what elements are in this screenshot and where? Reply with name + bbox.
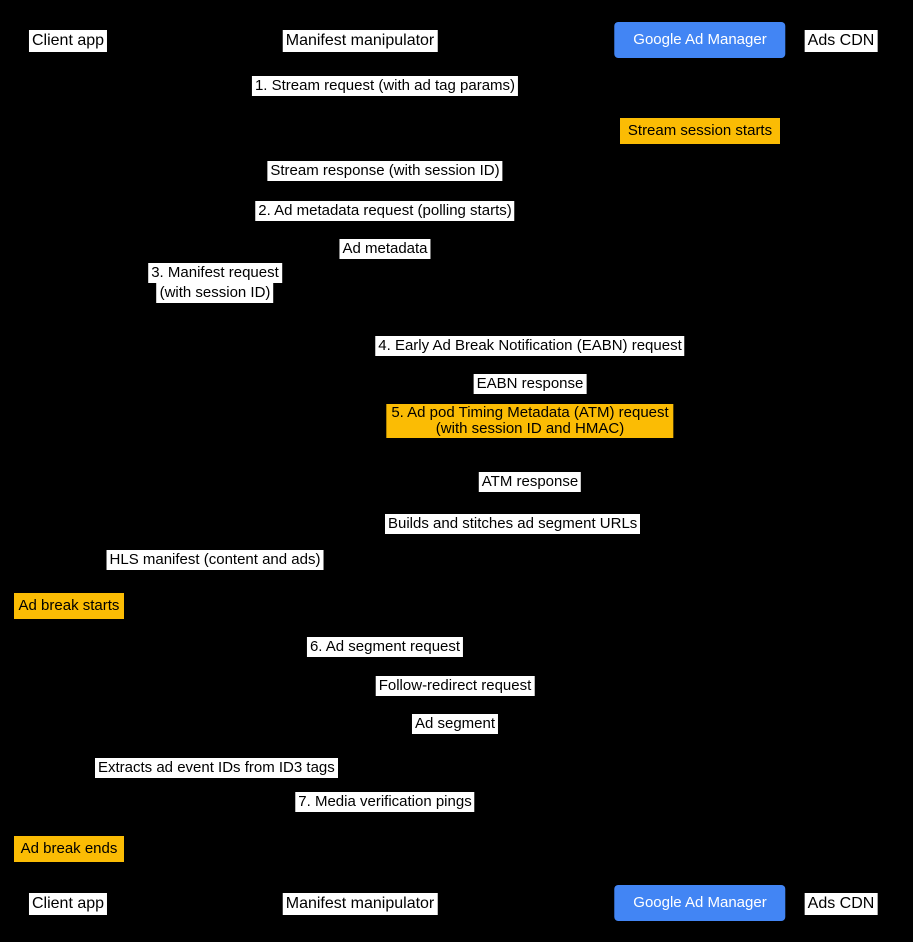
self-extracts-id3-tags: Extracts ad event IDs from ID3 tags	[95, 758, 338, 778]
msg-atm-response: ATM response	[478, 472, 582, 492]
message-label-line: (with session ID)	[156, 283, 274, 303]
actor-ads-cdn-bottom: Ads CDN	[804, 893, 878, 915]
msg-ad-metadata-request: 2. Ad metadata request (polling starts)	[255, 201, 515, 221]
self-label-line: Extracts ad event IDs from ID3 tags	[95, 758, 338, 778]
lifeline-google-ad-manager	[700, 58, 701, 885]
msg-eabn-request: 4. Early Ad Break Notification (EABN) re…	[375, 336, 685, 356]
lifeline-manifest-manipulator	[360, 58, 361, 885]
message-label-line: Follow-redirect request	[375, 676, 535, 696]
actor-google-ad-manager-top: Google Ad Manager	[614, 22, 786, 58]
actor-client-app-bottom: Client app	[28, 893, 108, 915]
actor-google-ad-manager-bottom: Google Ad Manager	[614, 885, 786, 921]
actor-manifest-manipulator-bottom: Manifest manipulator	[282, 893, 438, 915]
msg-manifest-request: 3. Manifest request(with session ID)	[148, 263, 282, 303]
message-label-line: EABN response	[473, 374, 587, 394]
note-label-line: Ad break starts	[18, 597, 120, 614]
message-label-line: 6. Ad segment request	[306, 637, 464, 657]
message-label-line: Ad metadata	[339, 239, 431, 259]
msg-ad-metadata: Ad metadata	[339, 239, 431, 259]
lifeline-ads-cdn	[841, 58, 842, 885]
message-label-line: ATM response	[478, 472, 582, 492]
message-label-line: 2. Ad metadata request (polling starts)	[255, 201, 515, 221]
message-label-line: 4. Early Ad Break Notification (EABN) re…	[375, 336, 685, 356]
lifeline-client-app	[68, 58, 69, 885]
actor-manifest-manipulator-top: Manifest manipulator	[282, 30, 438, 52]
msg-atm-request: 5. Ad pod Timing Metadata (ATM) request(…	[386, 404, 674, 438]
msg-follow-redirect-request: Follow-redirect request	[375, 676, 535, 696]
yellow-message-label-line: (with session ID and HMAC)	[435, 420, 625, 437]
msg-eabn-response: EABN response	[473, 374, 587, 394]
message-label-line: 7. Media verification pings	[295, 792, 475, 812]
message-label-line: Ad segment	[411, 714, 499, 734]
message-label-line: 3. Manifest request	[148, 263, 282, 283]
note-label-line: Ad break ends	[20, 840, 118, 857]
msg-stream-request: 1. Stream request (with ad tag params)	[251, 76, 519, 96]
note-label-line: Stream session starts	[627, 122, 773, 139]
msg-ad-segment-request: 6. Ad segment request	[306, 637, 464, 657]
message-label-line: HLS manifest (content and ads)	[106, 550, 324, 570]
msg-hls-manifest: HLS manifest (content and ads)	[106, 550, 324, 570]
message-label-line: 1. Stream request (with ad tag params)	[251, 76, 519, 96]
message-label-line: Stream response (with session ID)	[267, 161, 503, 181]
note-ad-break-starts: Ad break starts	[14, 593, 124, 619]
self-builds-stitches-urls: Builds and stitches ad segment URLs	[385, 514, 641, 534]
actor-client-app-top: Client app	[28, 30, 108, 52]
note-stream-session-starts: Stream session starts	[620, 118, 780, 144]
msg-ad-segment: Ad segment	[411, 714, 499, 734]
msg-stream-response: Stream response (with session ID)	[267, 161, 503, 181]
yellow-message-label-line: 5. Ad pod Timing Metadata (ATM) request	[391, 404, 669, 421]
self-label-line: Builds and stitches ad segment URLs	[385, 514, 641, 534]
actor-ads-cdn-top: Ads CDN	[804, 30, 878, 52]
note-ad-break-ends: Ad break ends	[14, 836, 124, 862]
msg-media-verification-pings: 7. Media verification pings	[295, 792, 475, 812]
